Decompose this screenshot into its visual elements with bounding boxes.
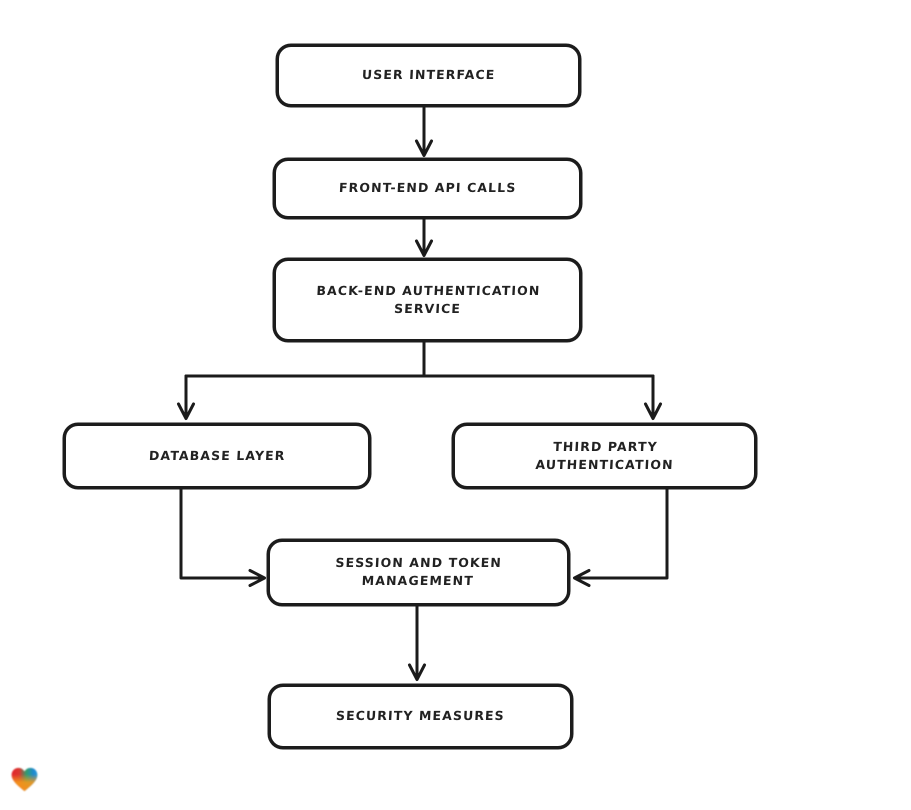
connector-user-to-frontend bbox=[415, 106, 433, 157]
connector-thirdparty-to-session bbox=[573, 487, 669, 587]
node-label: USER INTERFACE bbox=[361, 67, 496, 83]
node-front-end-api-calls[interactable]: FRONT-END API CALLS bbox=[273, 158, 582, 219]
node-label-line-1: SESSION AND TOKEN bbox=[335, 555, 503, 571]
connector-frontend-to-backend bbox=[415, 217, 433, 257]
node-label: SESSION AND TOKEN MANAGEMENT bbox=[334, 554, 502, 590]
node-back-end-authentication-service[interactable]: BACK-END AUTHENTICATION SERVICE bbox=[273, 258, 582, 342]
node-label-line-1: BACK-END AUTHENTICATION bbox=[315, 282, 541, 298]
heart-logo[interactable] bbox=[9, 763, 40, 796]
node-label: SECURITY MEASURES bbox=[335, 708, 506, 724]
connector-backend-split bbox=[177, 340, 662, 420]
node-label: THIRD PARTY AUTHENTICATION bbox=[534, 438, 674, 472]
node-third-party-authentication[interactable]: THIRD PARTY AUTHENTICATION bbox=[452, 423, 757, 489]
connector-session-to-security bbox=[408, 604, 426, 681]
node-label: BACK-END AUTHENTICATION SERVICE bbox=[315, 282, 541, 318]
node-label: DATABASE LAYER bbox=[148, 447, 286, 463]
heart-icon bbox=[11, 767, 38, 792]
connector-database-to-session bbox=[179, 487, 266, 587]
node-database-layer[interactable]: DATABASE LAYER bbox=[63, 423, 371, 489]
node-label-line-2: SERVICE bbox=[393, 301, 461, 316]
node-user-interface[interactable]: USER INTERFACE bbox=[276, 44, 581, 107]
node-label: FRONT-END API CALLS bbox=[338, 180, 517, 196]
node-label-line-2: MANAGEMENT bbox=[361, 573, 475, 589]
node-session-and-token-management[interactable]: SESSION AND TOKEN MANAGEMENT bbox=[267, 539, 570, 606]
node-security-measures[interactable]: SECURITY MEASURES bbox=[268, 684, 573, 749]
